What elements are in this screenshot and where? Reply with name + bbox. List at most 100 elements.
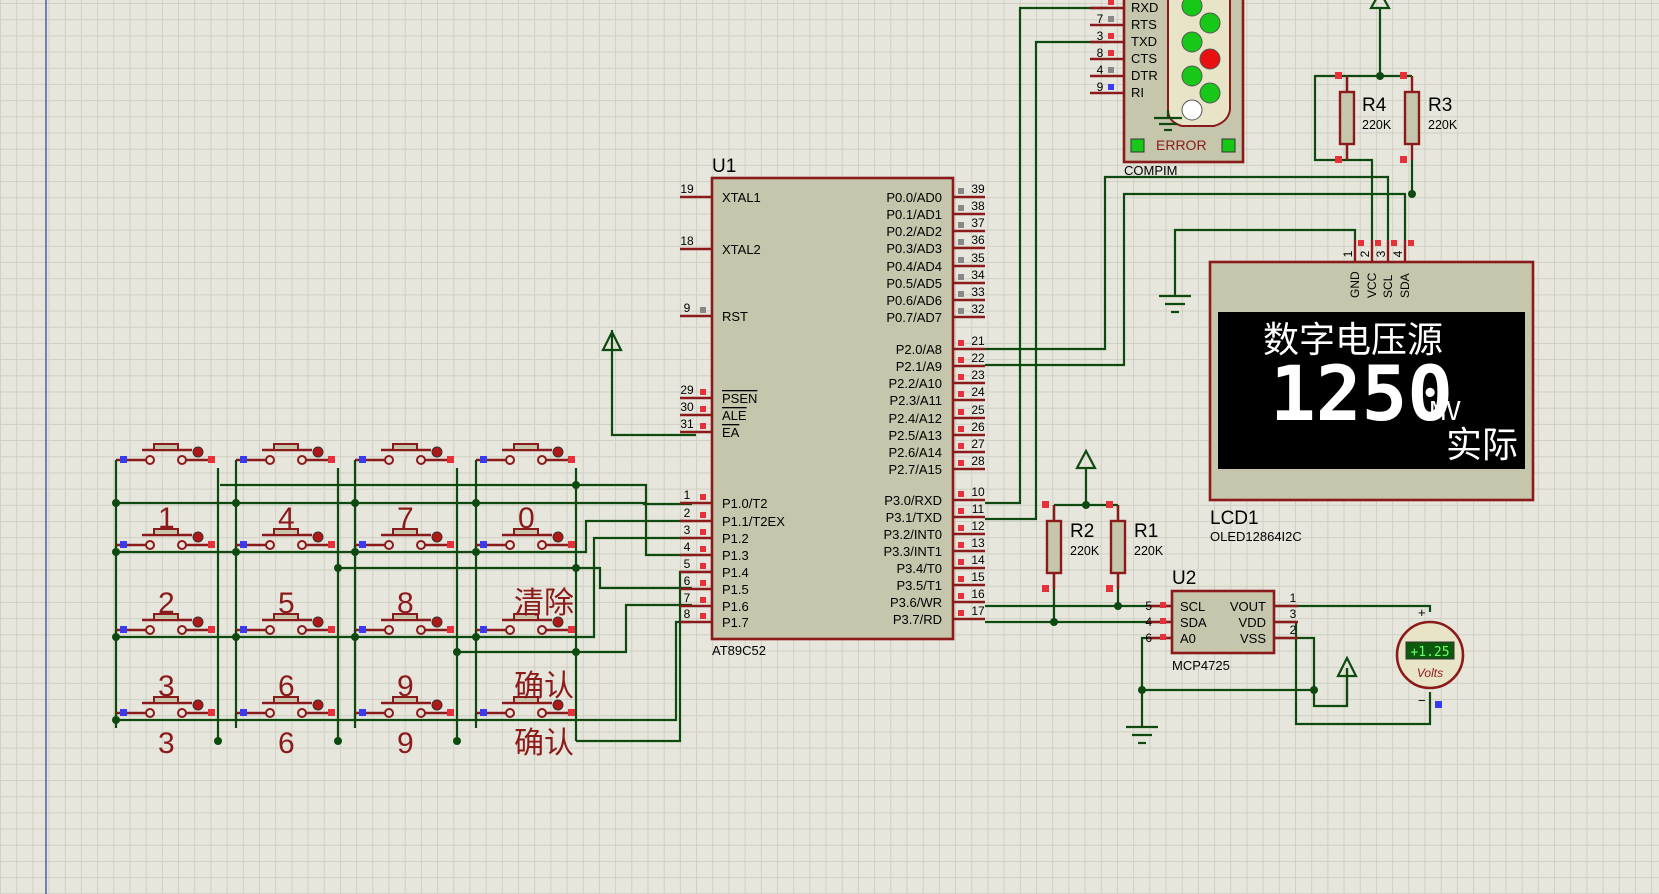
keypad-button[interactable]: 确认 bbox=[474, 670, 575, 721]
keypad-button[interactable]: 8 bbox=[353, 587, 454, 638]
u1-pin-name: P0.3/AD3 bbox=[886, 241, 942, 256]
compim-pin-num: 4 bbox=[1097, 63, 1104, 77]
keypad-button[interactable] bbox=[114, 443, 215, 468]
keypad-button[interactable]: 6 bbox=[234, 670, 335, 721]
keypad-button[interactable] bbox=[234, 443, 335, 468]
u1-pin-1[interactable]: 1P1.0/T2 bbox=[680, 488, 768, 511]
keypad-button[interactable] bbox=[474, 443, 575, 468]
u2-pin-name: VSS bbox=[1240, 631, 1266, 646]
u1-pin-num: 13 bbox=[971, 536, 985, 550]
keypad-button[interactable]: 4 bbox=[234, 502, 335, 553]
compim-pin-name: DTR bbox=[1131, 68, 1158, 83]
u1-pin-4[interactable]: 4P1.3 bbox=[680, 540, 749, 563]
voltmeter[interactable]: +1.25 Volts + − bbox=[1395, 605, 1465, 708]
u1-pin-8[interactable]: 8P1.7 bbox=[680, 607, 749, 630]
compim-error-label: ERROR bbox=[1156, 137, 1207, 153]
u1-pin-num: 33 bbox=[971, 285, 985, 299]
u1-pin-6[interactable]: 6P1.5 bbox=[680, 574, 749, 597]
keypad-button[interactable]: 7 bbox=[353, 502, 454, 553]
lcd1-oled[interactable]: 数字电压源 1250 MV 实际 LCD1 OLED12864I2C 1GND2… bbox=[1208, 240, 1535, 544]
u1-pin-7[interactable]: 7P1.6 bbox=[680, 591, 749, 614]
u1-pin-num: 15 bbox=[971, 570, 985, 584]
keypad-button[interactable]: 1 bbox=[114, 502, 215, 553]
u1-pin-5[interactable]: 5P1.4 bbox=[680, 557, 749, 580]
compim-pin-rxd[interactable]: RXD bbox=[1090, 0, 1158, 15]
power-symbols bbox=[601, 0, 1391, 745]
led-dtr-icon bbox=[1181, 65, 1203, 87]
compim-pin-num: 9 bbox=[1097, 80, 1104, 94]
u1-pin-num: 39 bbox=[971, 182, 985, 196]
keypad-button[interactable]: 2 bbox=[114, 587, 215, 638]
u1-pin-2[interactable]: 2P1.1/T2EX bbox=[680, 506, 785, 529]
keypad-button[interactable]: 0 bbox=[474, 502, 575, 553]
u1-pin-name: P1.6 bbox=[722, 599, 749, 614]
keypad-button[interactable] bbox=[353, 443, 454, 468]
lcd-ref: LCD1 bbox=[1210, 508, 1259, 529]
keypad-key-label: 3 bbox=[158, 727, 175, 760]
keypad-button[interactable]: 5 bbox=[234, 587, 335, 638]
u1-pin-name: P0.6/AD6 bbox=[886, 293, 942, 308]
u1-pin-3[interactable]: 3P1.2 bbox=[680, 523, 749, 546]
compim-pin-dtr[interactable]: 4 DTR bbox=[1090, 63, 1158, 83]
keypad-button[interactable]: 3 bbox=[114, 670, 215, 721]
u1-at89c52[interactable]: U1 AT89C52 19XTAL118XTAL29RST29PSEN30ALE… bbox=[680, 156, 985, 658]
u2-pin-num: 1 bbox=[1290, 591, 1297, 605]
keypad-button[interactable]: 清除 bbox=[474, 587, 575, 638]
keypad-button[interactable]: 9 bbox=[353, 670, 454, 721]
voltmeter-reading: +1.25 bbox=[1410, 645, 1449, 660]
led-error-right-icon bbox=[1221, 138, 1236, 153]
